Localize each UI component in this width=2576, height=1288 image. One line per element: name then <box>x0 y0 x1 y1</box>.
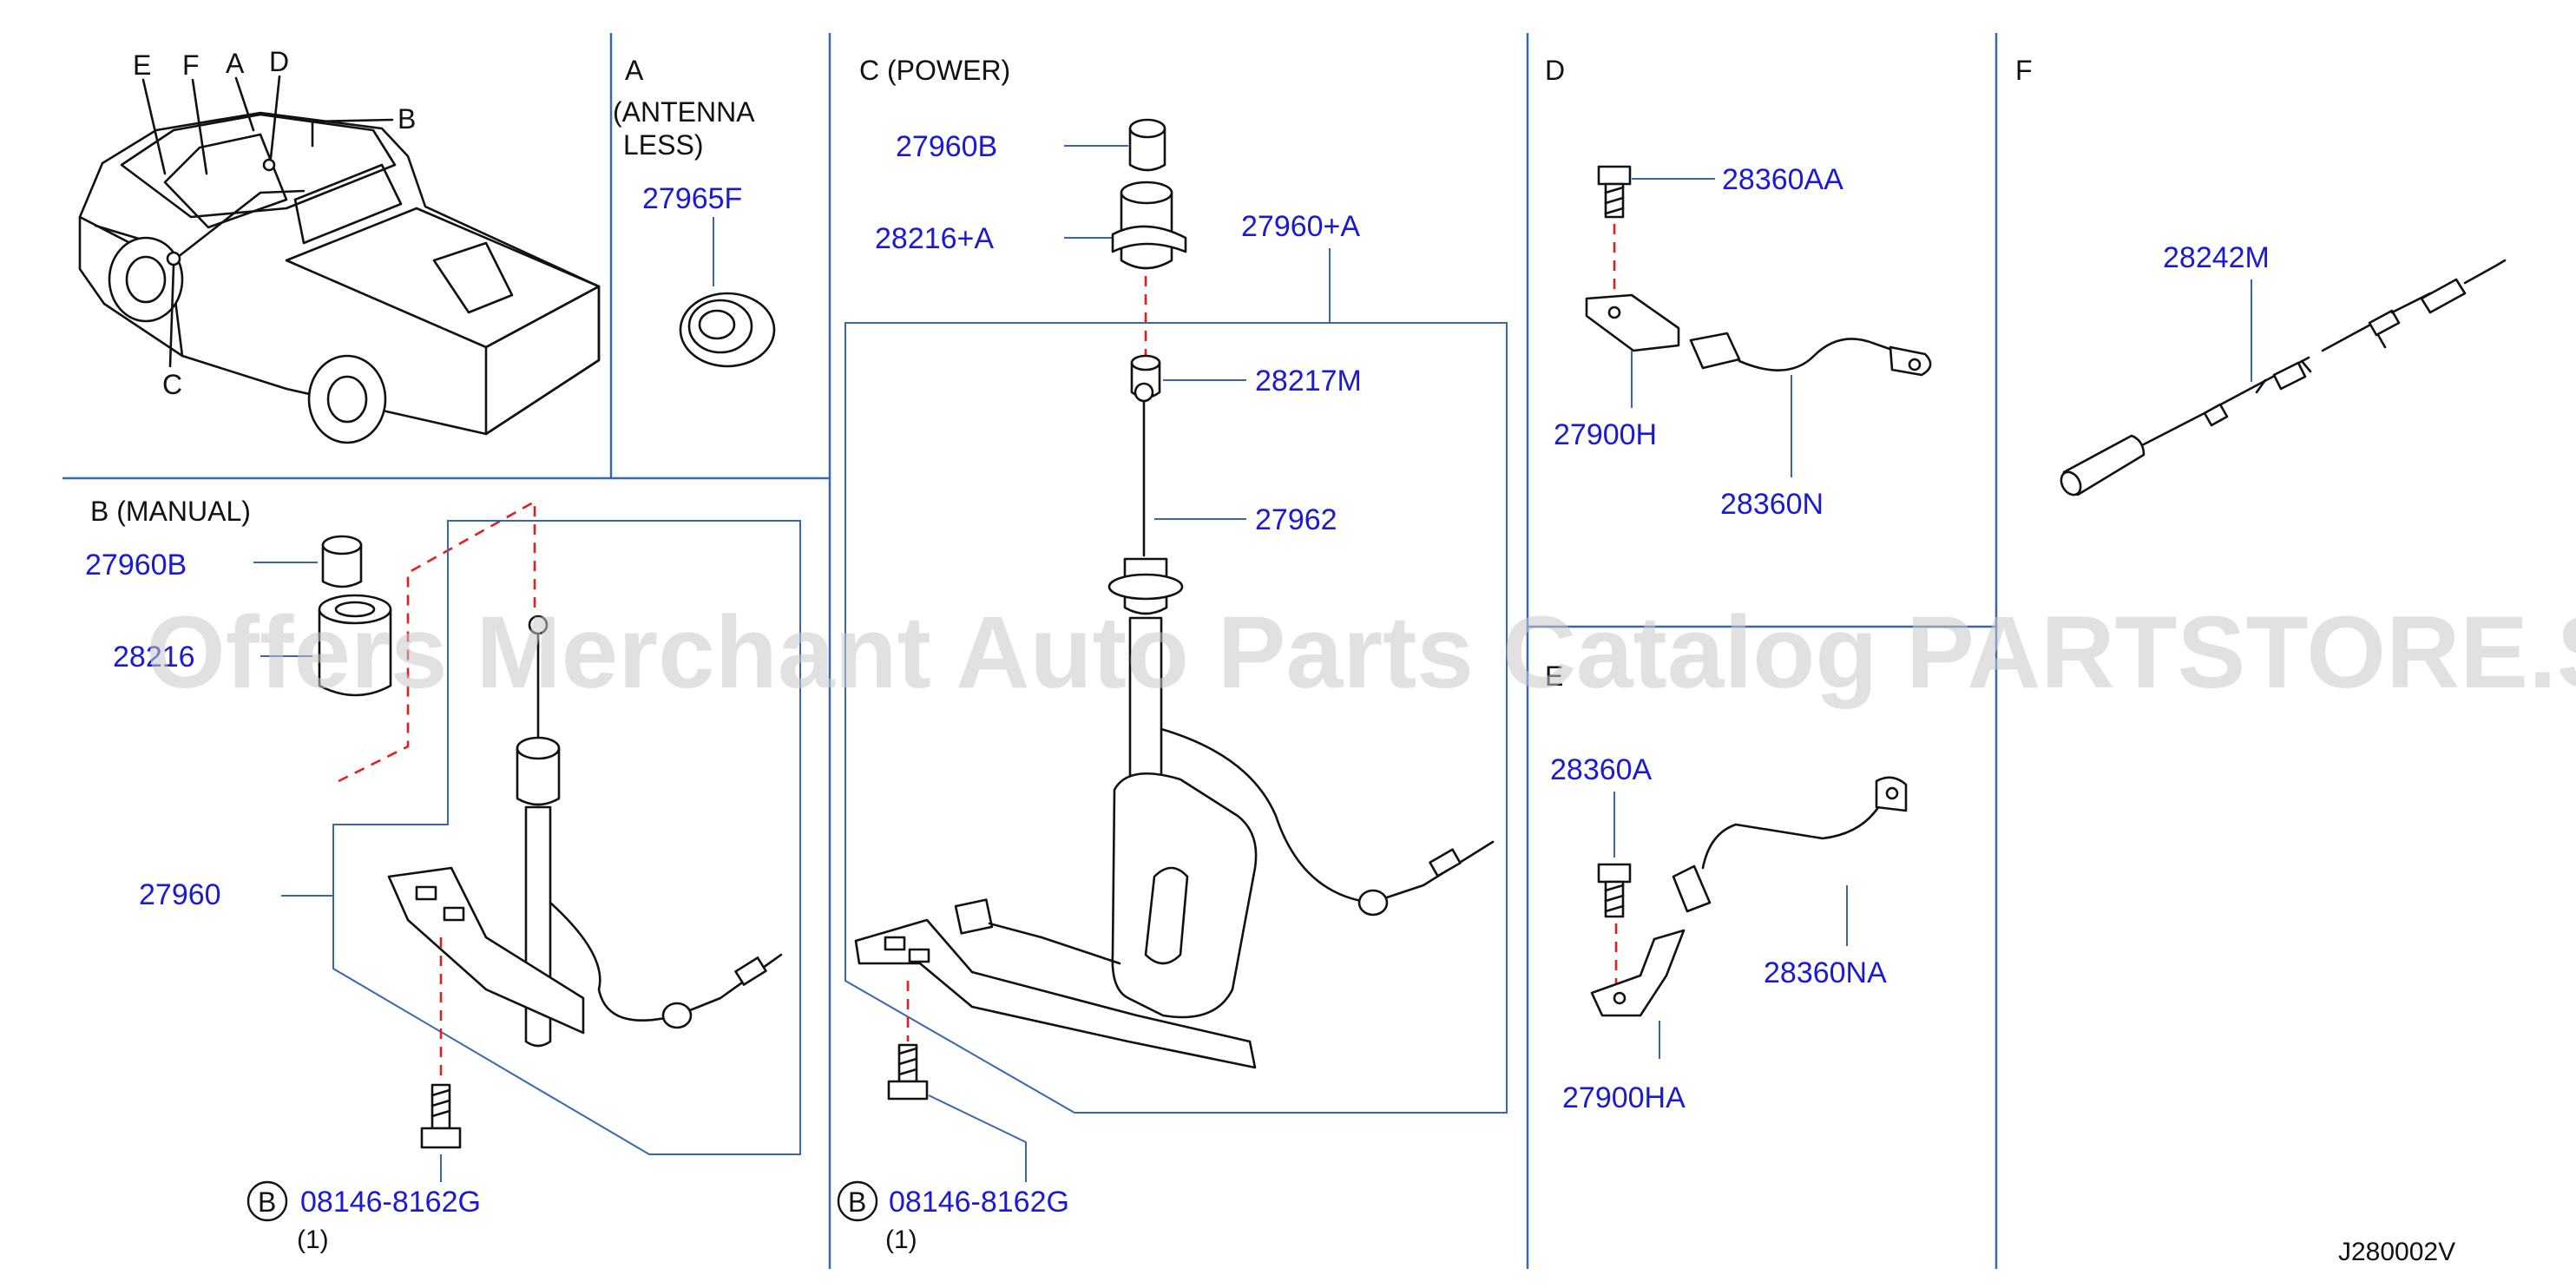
bezel-part-b <box>318 594 392 697</box>
label-28360A[interactable]: 28360A <box>1550 753 1653 786</box>
label-28217M-c[interactable]: 28217M <box>1255 365 1362 398</box>
truck-illustration <box>78 111 601 444</box>
bolt-part-b <box>420 1083 462 1149</box>
callout-b: B <box>398 103 416 135</box>
label-08146-8162G-b[interactable]: 08146-8162G <box>300 1186 481 1219</box>
section-c-title: C (POWER) <box>859 55 1010 86</box>
label-28216-b[interactable]: 28216 <box>113 641 195 674</box>
leader-bolt-c <box>928 1094 1027 1182</box>
callout-a: A <box>226 48 245 79</box>
label-28242M[interactable]: 28242M <box>2163 241 2270 274</box>
diagram-code: J280002V <box>2338 1238 2455 1266</box>
bolt-part-c <box>887 1043 929 1101</box>
label-27960+A-c[interactable]: 27960+A <box>1241 210 1360 243</box>
section-a: A (ANTENNA LESS) 27965F <box>613 55 776 368</box>
section-b-title: B (MANUAL) <box>90 496 251 527</box>
callout-box-b <box>332 520 801 1155</box>
cap-part-c <box>1128 118 1166 172</box>
bolt-circle-b <box>246 1180 288 1222</box>
ground-strap-d <box>1585 293 1932 377</box>
callout-d: D <box>269 46 289 77</box>
cap-part-b <box>321 535 363 588</box>
label-27965F[interactable]: 27965F <box>642 182 742 215</box>
label-27960-b[interactable]: 27960 <box>139 878 221 911</box>
bolt-part-d <box>1597 165 1632 219</box>
bezel-part-c <box>1111 181 1187 270</box>
power-antenna-assembly <box>854 382 1495 1069</box>
section-dividers <box>62 33 1998 1269</box>
grommet-part <box>679 292 776 368</box>
truck-overview: E F A D B C <box>78 46 601 444</box>
watermark: Offers Merchant Auto Parts Catalog PARTS… <box>146 595 2576 710</box>
section-a-letter: A <box>625 55 644 86</box>
label-08146-8162G-c[interactable]: 08146-8162G <box>889 1186 1069 1219</box>
section-e: E 28360A 28360NA 27900HA <box>1545 660 1908 1114</box>
section-f: F 28242M <box>2015 55 2507 496</box>
qty-b: (1) <box>297 1226 329 1254</box>
section-d: D 28360AA 27900H 28360N <box>1545 55 1932 521</box>
bolt-part-e <box>1597 863 1632 918</box>
callout-box-c <box>844 322 1508 1114</box>
label-27962-c[interactable]: 27962 <box>1255 503 1337 536</box>
callout-e: E <box>133 49 151 81</box>
manual-antenna-assembly <box>387 614 783 1048</box>
callout-leaders <box>141 75 394 368</box>
callout-c: C <box>162 369 182 400</box>
section-e-title: E <box>1545 660 1563 692</box>
label-28360AA[interactable]: 28360AA <box>1722 163 1843 196</box>
ground-strap-e <box>1590 776 1908 1017</box>
label-28360NA[interactable]: 28360NA <box>1764 956 1887 989</box>
label-27900H[interactable]: 27900H <box>1554 418 1657 451</box>
label-28360N[interactable]: 28360N <box>1720 488 1824 521</box>
bolt-circle-b-letter: B <box>258 1186 276 1218</box>
section-f-title: F <box>2015 55 2033 86</box>
section-c: C (POWER) 27960B 28216+A 27960+A 28217M … <box>837 55 1508 1254</box>
section-b: B (MANUAL) 27960B 28216 27960 <box>85 496 801 1254</box>
feeder-cable-f <box>2060 259 2507 496</box>
section-d-title: D <box>1545 55 1565 86</box>
label-27900HA[interactable]: 27900HA <box>1562 1081 1686 1114</box>
section-a-title-line2: LESS) <box>623 129 703 161</box>
section-a-title-line1: (ANTENNA <box>613 96 755 128</box>
qty-c: (1) <box>885 1226 917 1254</box>
label-28216+A-c[interactable]: 28216+A <box>875 222 994 255</box>
label-27960B-c[interactable]: 27960B <box>896 130 997 163</box>
label-27960B-b[interactable]: 27960B <box>85 549 187 582</box>
callout-f: F <box>182 49 200 81</box>
bolt-circle-c <box>837 1180 878 1222</box>
bolt-circle-c-letter: B <box>848 1186 866 1218</box>
